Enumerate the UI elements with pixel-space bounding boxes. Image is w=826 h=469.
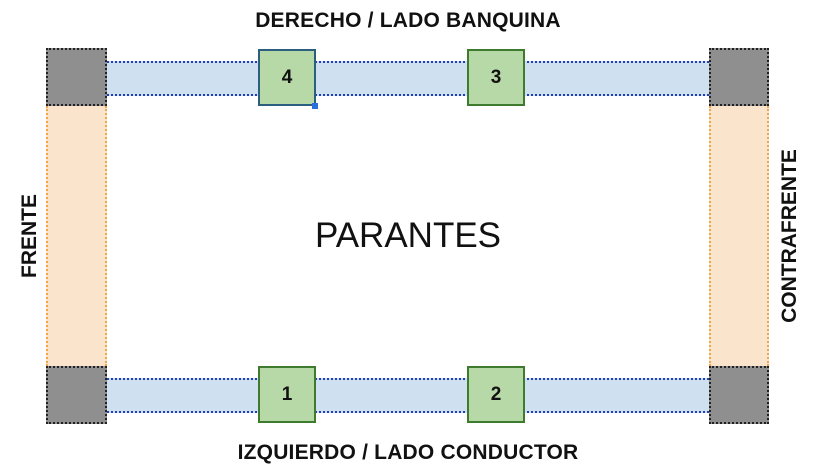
post-3[interactable]: 3 [467,49,525,106]
label-left-side: IZQUIERDO / LADO CONDUCTOR [237,441,579,464]
corner-bottom-left[interactable] [46,366,107,424]
center-title: PARANTES [314,216,502,255]
label-back: CONTRAFRENTE [778,149,801,323]
post-2[interactable]: 2 [467,366,525,423]
post-4[interactable]: 4 [258,49,316,106]
corner-top-left[interactable] [46,48,107,106]
rail-bottom[interactable] [107,378,709,413]
rail-top[interactable] [107,61,709,96]
corner-bottom-right[interactable] [709,366,769,424]
selection-handle[interactable] [312,103,318,109]
rail-front[interactable] [46,106,107,366]
rail-back[interactable] [709,106,769,366]
corner-top-right[interactable] [709,48,769,106]
post-1[interactable]: 1 [258,366,316,423]
label-right-side: DERECHO / LADO BANQUINA [255,9,561,32]
label-front: FRENTE [18,194,41,278]
